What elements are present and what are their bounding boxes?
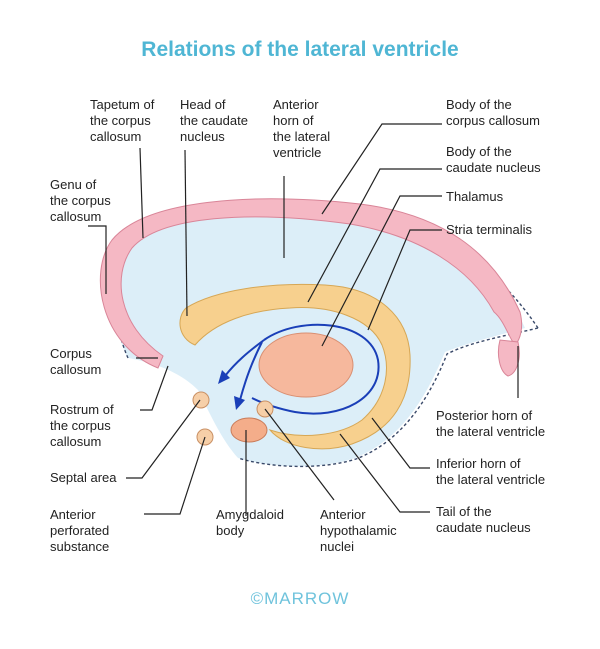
brand-watermark: ©MARROW bbox=[250, 589, 350, 608]
label-head-caudate: Head of the caudate nucleus bbox=[180, 97, 248, 144]
label-septal: Septal area bbox=[50, 470, 117, 485]
leader-genu bbox=[88, 225, 107, 294]
leader-head-caudate bbox=[184, 149, 188, 317]
leader-ant-perforated bbox=[144, 436, 206, 515]
stria-arrow-1-path bbox=[224, 339, 265, 377]
stria-arrow-2-path bbox=[239, 341, 263, 401]
leader-inferior-horn bbox=[371, 417, 430, 469]
label-amygdaloid: Amygdaloid body bbox=[216, 507, 284, 538]
label-stria: Stria terminalis bbox=[446, 222, 532, 237]
label-thalamus: Thalamus bbox=[446, 189, 504, 204]
stria-terminalis-path bbox=[251, 323, 380, 415]
label-corpus-callosum: Corpus callosum bbox=[50, 346, 102, 377]
leader-tapetum bbox=[139, 147, 144, 239]
leader-body-cc bbox=[321, 123, 442, 215]
leader-stria bbox=[367, 229, 442, 331]
label-posterior-horn: Posterior horn of the lateral ventricle bbox=[436, 408, 546, 439]
page-title: Relations of the lateral ventricle bbox=[141, 38, 459, 61]
label-ant-hypothalamic: Anterior hypothalamic nuclei bbox=[320, 507, 397, 554]
label-tapetum: Tapetum of the corpus callosum bbox=[90, 97, 155, 144]
label-tail-caudate: Tail of the caudate nucleus bbox=[436, 504, 531, 535]
label-ant-perforated: Anterior perforated substance bbox=[50, 507, 110, 554]
leader-body-caudate bbox=[307, 168, 442, 303]
leader-septal bbox=[126, 399, 201, 479]
stria-arrowhead-1 bbox=[218, 370, 230, 384]
leader-rostrum bbox=[140, 365, 169, 411]
label-anterior-horn: Anterior horn of the lateral ventricle bbox=[273, 97, 331, 160]
label-body-caudate: Body of the caudate nucleus bbox=[446, 144, 541, 175]
leader-tail-caudate bbox=[339, 433, 430, 513]
label-inferior-horn: Inferior horn of the lateral ventricle bbox=[436, 456, 546, 487]
amygdaloid-body-shape bbox=[230, 417, 268, 443]
label-rostrum: Rostrum of the corpus callosum bbox=[50, 402, 114, 449]
leader-thalamus bbox=[321, 195, 442, 347]
stria-arrowhead-2 bbox=[234, 396, 245, 410]
thalamus-shape bbox=[258, 332, 354, 398]
leader-ant-hypothalamic bbox=[264, 408, 335, 501]
label-genu: Genu of the corpus callosum bbox=[50, 177, 111, 224]
splenium-shape bbox=[497, 339, 520, 377]
label-body-cc: Body of the corpus callosum bbox=[446, 97, 540, 128]
